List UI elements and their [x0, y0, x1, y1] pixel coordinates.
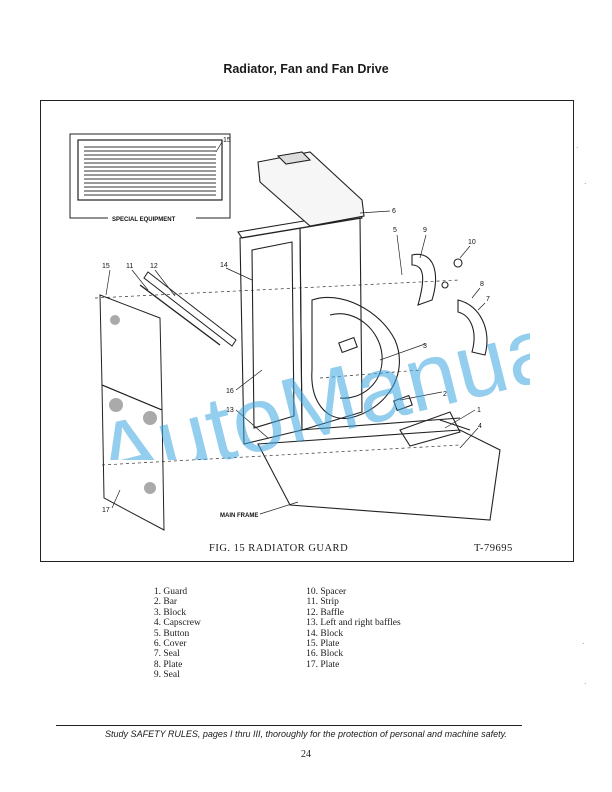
special-equipment-inset	[69, 133, 231, 219]
legend-part-name: Seal	[163, 649, 180, 660]
legend-item: 12. Baffle	[298, 608, 401, 618]
legend-part-name: Capscrew	[163, 618, 201, 629]
legend-number: 1.	[153, 587, 161, 597]
legend-number: 12.	[306, 607, 318, 618]
legend-item: 3. Block	[141, 608, 201, 618]
legend-item: 8. Plate	[141, 660, 201, 670]
callout-2: 2	[443, 391, 447, 398]
legend-item: 5. Button	[141, 629, 201, 639]
part-callouts: 15 6 5 9 10 8 7 3 2 1 4 15 11 12 14 16 1…	[102, 137, 490, 519]
footer-rule	[56, 725, 522, 726]
safety-note: Study SAFETY RULES, pages I thru III, th…	[105, 729, 507, 739]
legend-item: 6. Cover	[141, 639, 201, 649]
callout-5: 5	[393, 227, 397, 234]
callout-17: 17	[102, 507, 110, 514]
legend-item: 14. Block	[298, 629, 401, 639]
legend-item: 15. Plate	[298, 639, 401, 649]
legend-number: 8.	[153, 659, 161, 670]
watermark-text: AutoManual	[86, 320, 530, 460]
legend-part-name: Block	[320, 649, 344, 660]
callout-3: 3	[423, 343, 427, 350]
legend-part-name: Spacer	[320, 587, 347, 597]
legend-number: 3.	[153, 607, 161, 618]
watermark: AutoManual	[86, 320, 530, 460]
legend-part-name: Strip	[320, 597, 339, 608]
legend-item: 16. Block	[298, 649, 401, 659]
margin-mark: ·	[576, 144, 579, 152]
legend-part-name: Cover	[163, 639, 187, 650]
main-frame-label: MAIN FRAME	[220, 513, 258, 519]
callout-16: 16	[226, 388, 234, 395]
legend-item: 2. Bar	[141, 597, 201, 607]
callout-11: 11	[126, 263, 133, 270]
legend-part-name: Plate	[320, 639, 340, 650]
legend-part-name: Button	[163, 628, 190, 639]
legend-number: 9.	[153, 670, 161, 681]
legend-number: 4.	[153, 618, 161, 629]
callout-10: 10	[468, 239, 476, 246]
special-equipment-label: SPECIAL EQUIPMENT	[112, 217, 176, 223]
legend-number: 2.	[153, 597, 161, 608]
legend-number: 13.	[306, 618, 318, 629]
legend-number: 5.	[153, 628, 161, 639]
legend-item: 10. Spacer	[298, 587, 401, 597]
callout-7: 7	[486, 296, 490, 303]
page-number: 24	[301, 749, 311, 760]
legend-item: 4. Capscrew	[141, 618, 201, 628]
legend-part-name: Left and right baffles	[320, 618, 401, 629]
legend-number: 7.	[153, 649, 161, 660]
legend-number: 15.	[306, 639, 318, 650]
legend-part-name: Plate	[163, 659, 183, 670]
callout-9: 9	[423, 227, 427, 234]
legend-part-name: Plate	[320, 659, 340, 670]
legend-item: 9. Seal	[141, 670, 201, 680]
callout-6: 6	[392, 208, 396, 215]
legend-part-name: Seal	[163, 670, 180, 681]
callout-15-inset: 15	[223, 137, 231, 144]
legend-number: 16.	[306, 649, 318, 660]
legend-item: 17. Plate	[298, 660, 401, 670]
legend-number: 6.	[153, 639, 161, 650]
callout-4: 4	[478, 423, 482, 430]
legend-part-name: Baffle	[320, 607, 344, 618]
radiator-frame	[237, 151, 501, 521]
callout-15: 15	[102, 263, 110, 270]
page-title: Radiator, Fan and Fan Drive	[223, 62, 389, 76]
callout-14: 14	[220, 262, 228, 269]
callout-13: 13	[226, 407, 234, 414]
legend-number: 11.	[306, 597, 318, 608]
alignment-lines	[94, 279, 461, 466]
radiator-guard-illustration: 15 6 5 9 10 8 7 3 2 1 4 15 11 12 14 16 1…	[69, 133, 501, 531]
legend-part-name: Guard	[163, 587, 188, 597]
callout-8: 8	[480, 281, 484, 288]
figure-caption: FIG. 15 RADIATOR GUARD	[206, 543, 352, 554]
legend-number: 10.	[306, 587, 318, 597]
leader-lines	[105, 141, 486, 515]
legend-part-name: Block	[320, 628, 344, 639]
callout-1: 1	[477, 407, 481, 414]
figure-frame	[40, 100, 574, 562]
front-plate-assembly	[99, 271, 237, 531]
margin-mark: ·	[584, 680, 587, 688]
legend-number: 14.	[306, 628, 318, 639]
legend-number: 17.	[306, 659, 318, 670]
legend-part-name: Block	[163, 607, 187, 618]
legend-item: 1. Guard	[141, 587, 201, 597]
legend-item: 7. Seal	[141, 649, 201, 659]
margin-mark: ·	[582, 640, 585, 648]
legend-item: 13. Left and right baffles	[298, 618, 401, 628]
margin-mark: ·	[584, 180, 587, 188]
callout-12: 12	[150, 263, 158, 270]
legend-part-name: Bar	[163, 597, 178, 608]
legend-item: 11. Strip	[298, 597, 401, 607]
figure-number: T-79695	[471, 543, 516, 554]
